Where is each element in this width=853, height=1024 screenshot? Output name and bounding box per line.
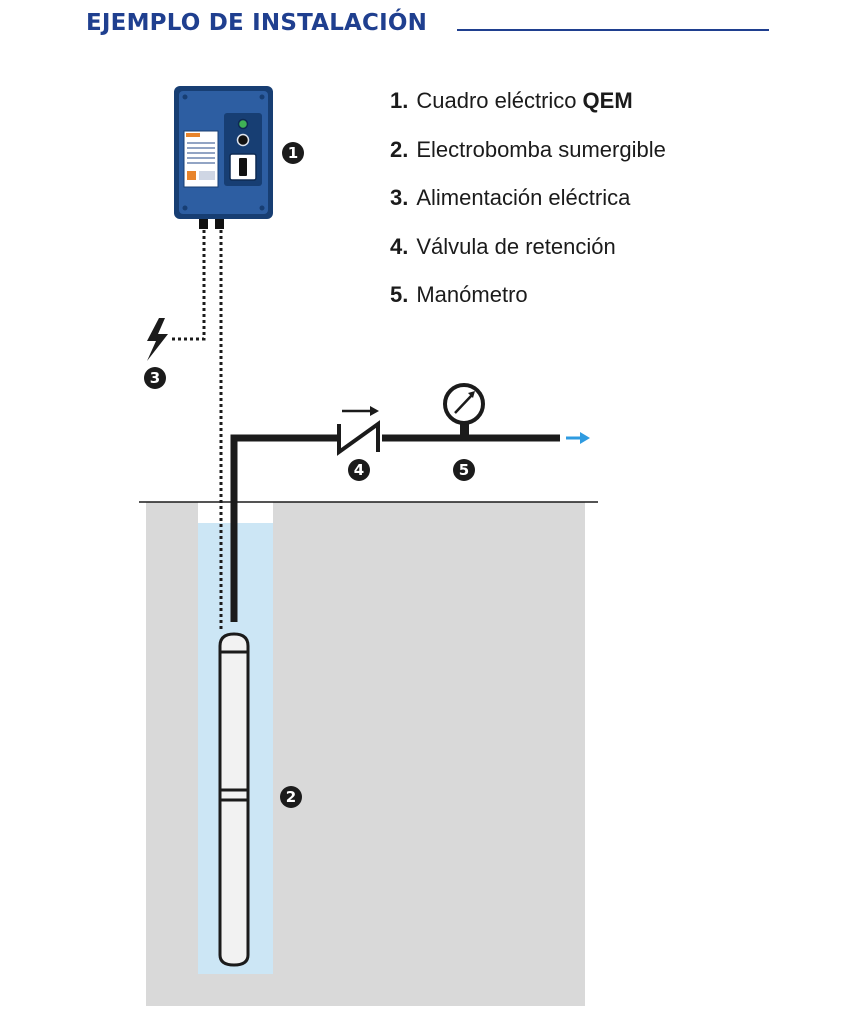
legend-item-2: 2. Electrobomba sumergible bbox=[390, 134, 666, 183]
legend-item-number: 1. bbox=[390, 88, 409, 113]
legend-item-text: Manómetro bbox=[416, 282, 528, 308]
electric-cables bbox=[172, 230, 223, 630]
legend-item-number: 5. bbox=[390, 282, 409, 308]
gauge-needle bbox=[454, 394, 473, 414]
legend-item-text: Electrobomba sumergible bbox=[416, 136, 666, 162]
arrow-right-icon bbox=[566, 432, 590, 444]
marker-3-label: 3 bbox=[150, 369, 160, 387]
discharge-pipe bbox=[230, 434, 338, 622]
legend-item-strong: QEM bbox=[582, 88, 633, 113]
diagram-title: EJEMPLO DE INSTALACIÓN bbox=[86, 10, 428, 36]
lightning-bolt-icon bbox=[147, 318, 168, 361]
legend-item-text: Alimentación eléctrica bbox=[416, 185, 631, 211]
pressure-gauge bbox=[443, 383, 485, 436]
check-valve-body bbox=[337, 420, 380, 456]
ground-right-block bbox=[273, 502, 585, 1006]
legend-item-number: 4. bbox=[390, 233, 409, 259]
check-valve bbox=[337, 406, 380, 456]
reset-button-icon bbox=[236, 133, 250, 147]
marker-2: 2 bbox=[280, 786, 302, 808]
marker-3: 3 bbox=[144, 367, 166, 389]
power-supply-cable bbox=[172, 230, 206, 341]
submersible-pump bbox=[218, 632, 250, 967]
ground-left-block bbox=[146, 502, 198, 1006]
marker-4: 4 bbox=[348, 459, 370, 481]
legend-item-text: Cuadro eléctrico bbox=[416, 88, 577, 113]
indicator-light-icon bbox=[237, 118, 249, 130]
legend-item-number: 2. bbox=[390, 136, 409, 162]
legend-item-3: 3. Alimentación eléctrica bbox=[390, 182, 666, 231]
title-rule bbox=[457, 29, 769, 31]
marker-2-label: 2 bbox=[286, 788, 296, 806]
ground-well-bottom bbox=[146, 974, 585, 1006]
marker-5-label: 5 bbox=[459, 461, 469, 479]
gauge-stem bbox=[460, 422, 469, 436]
legend-item-5: 5. Manómetro bbox=[390, 279, 666, 328]
arrow-right-icon bbox=[342, 406, 379, 416]
legend-item-number: 3. bbox=[390, 185, 409, 211]
ground bbox=[139, 501, 598, 1006]
control-panel-qem bbox=[174, 86, 273, 229]
marker-5: 5 bbox=[453, 459, 475, 481]
legend-item-4: 4. Válvula de retención bbox=[390, 231, 666, 280]
marker-4-label: 4 bbox=[354, 461, 364, 479]
marker-1-label: 1 bbox=[288, 144, 298, 162]
legend-item-text: Válvula de retención bbox=[416, 233, 616, 259]
marker-1: 1 bbox=[282, 142, 304, 164]
